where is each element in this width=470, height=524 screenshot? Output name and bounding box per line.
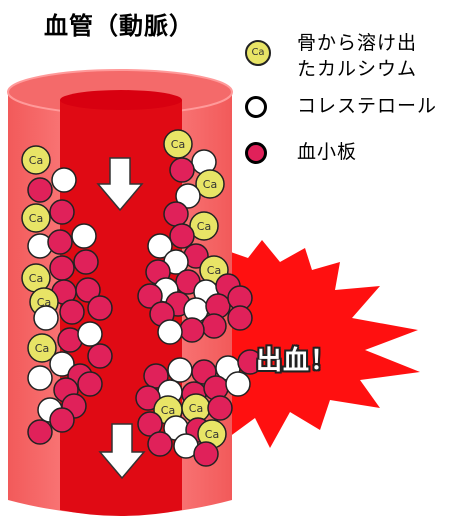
platelet-particle bbox=[193, 441, 219, 467]
calcium-particle bbox=[21, 203, 51, 233]
calcium-symbol: Ca bbox=[207, 264, 221, 277]
calcium-symbol: Ca bbox=[171, 138, 185, 151]
platelet-particle bbox=[87, 295, 113, 321]
platelet-particle bbox=[207, 395, 233, 421]
legend: Ca 骨から溶け出 たカルシウム コレステロール 血小板 bbox=[0, 0, 470, 200]
cholesterol-particle bbox=[167, 357, 193, 383]
legend-calcium-line2: たカルシウム bbox=[297, 58, 418, 80]
legend-cholesterol-label: コレステロール bbox=[297, 95, 438, 117]
cholesterol-particle bbox=[147, 233, 173, 259]
platelet-particle bbox=[143, 363, 169, 389]
cholesterol-particle bbox=[225, 371, 251, 397]
calcium-symbol: Ca bbox=[29, 154, 43, 167]
calcium-marker: Ca bbox=[245, 40, 271, 66]
diagram-title: 血管（動脈） bbox=[44, 12, 194, 40]
platelet-particle bbox=[49, 407, 75, 433]
platelet-particle bbox=[59, 299, 85, 325]
calcium-symbol: Ca bbox=[189, 402, 203, 415]
cholesterol-particle bbox=[49, 351, 75, 377]
platelet-particle bbox=[137, 411, 163, 437]
platelet-particle bbox=[87, 343, 113, 369]
calcium-symbol: Ca bbox=[203, 178, 217, 191]
calcium-symbol: Ca bbox=[205, 428, 219, 441]
platelet-particle bbox=[237, 349, 263, 375]
platelet-particle bbox=[75, 277, 101, 303]
calcium-symbol: Ca bbox=[35, 342, 49, 355]
platelet-particle bbox=[227, 305, 253, 331]
platelet-particle bbox=[49, 199, 75, 225]
cholesterol-particle bbox=[51, 167, 77, 193]
bleeding-burst bbox=[225, 240, 420, 448]
cholesterol-particle bbox=[33, 305, 59, 331]
legend-platelet-label: 血小板 bbox=[297, 141, 358, 163]
calcium-symbol: Ca bbox=[29, 212, 43, 225]
vessel-lumen bbox=[60, 94, 182, 516]
platelet-particle bbox=[163, 201, 189, 227]
cholesterol-particle bbox=[77, 321, 103, 347]
calcium-particle bbox=[27, 333, 57, 363]
platelet-particle bbox=[73, 249, 99, 275]
cholesterol-particle bbox=[27, 365, 53, 391]
legend-calcium-line1: 骨から溶け出 bbox=[297, 32, 418, 54]
platelet-particle bbox=[137, 283, 163, 309]
legend-calcium-label: 骨から溶け出 たカルシウム bbox=[297, 30, 417, 82]
platelet-particle bbox=[169, 223, 195, 249]
calcium-particle bbox=[189, 211, 219, 241]
down-arrow bbox=[96, 157, 144, 212]
cholesterol-particle bbox=[175, 183, 201, 209]
cholesterol-particle bbox=[157, 319, 183, 345]
platelet-particle bbox=[49, 255, 75, 281]
down-arrow bbox=[98, 423, 146, 480]
platelet-particle bbox=[27, 177, 53, 203]
calcium-symbol: Ca bbox=[29, 272, 43, 285]
platelet-particle bbox=[47, 229, 73, 255]
calcium-particle bbox=[195, 169, 225, 199]
platelet-particle bbox=[179, 317, 205, 343]
platelet-particle bbox=[169, 157, 195, 183]
platelet-particle bbox=[201, 313, 227, 339]
platelet-particle bbox=[147, 431, 173, 457]
cholesterol-particle bbox=[71, 223, 97, 249]
platelet-marker bbox=[245, 142, 267, 164]
bleeding-label: 出血！ bbox=[256, 346, 338, 376]
calcium-symbol: Ca bbox=[197, 220, 211, 233]
platelet-particle bbox=[27, 419, 53, 445]
calcium-symbol: Ca bbox=[161, 404, 175, 417]
cholesterol-marker bbox=[245, 96, 267, 118]
platelet-particle bbox=[77, 371, 103, 397]
calcium-particle bbox=[21, 145, 51, 175]
